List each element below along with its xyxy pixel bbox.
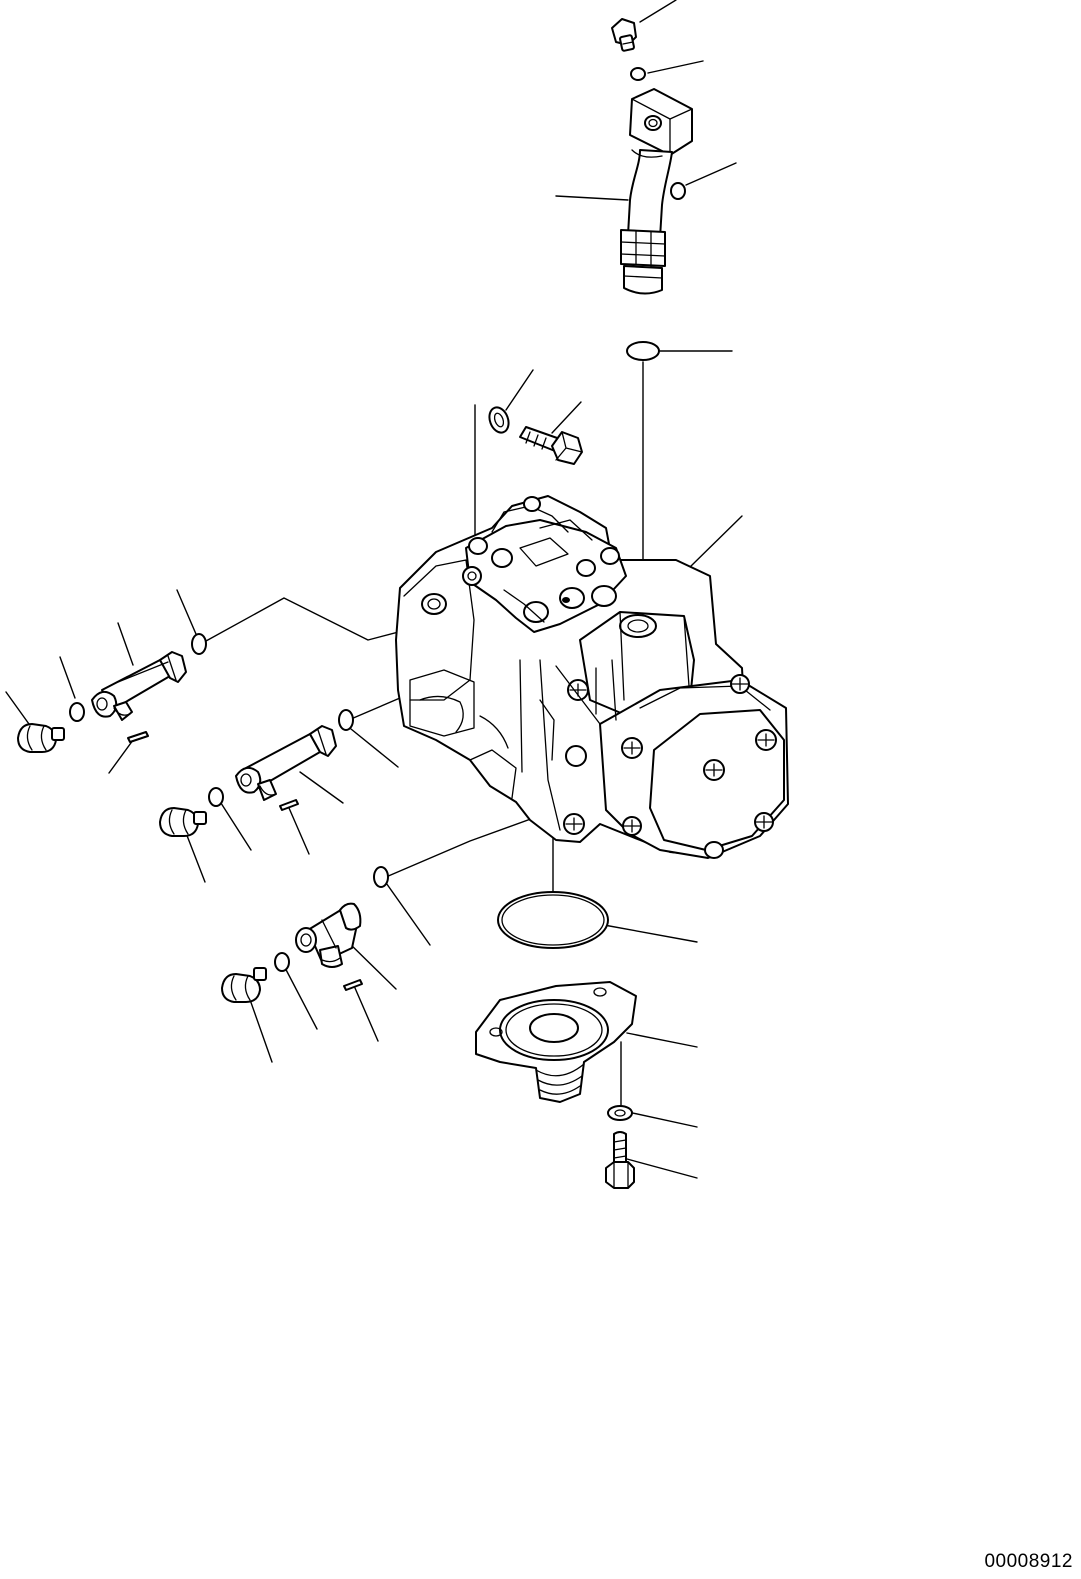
o-ring-tube-base-icon — [626, 341, 660, 361]
figure-code: 00008912 — [984, 1551, 1073, 1572]
o-ring-left-upper-icon — [191, 633, 207, 655]
elbow-fitting-upper-icon — [91, 651, 187, 721]
valve-bolt-icon — [519, 426, 583, 465]
flange-cover-icon — [475, 981, 637, 1103]
snap-ring-upper-icon — [127, 731, 149, 743]
o-ring-left-mid-icon — [69, 702, 85, 722]
o-ring-lower-2-icon — [274, 952, 290, 972]
o-ring-lower-port-icon — [373, 866, 389, 888]
plug-bolt-left-lower-icon — [221, 967, 267, 1003]
plug-bolt-left-upper-icon — [17, 723, 65, 753]
elbow-tube-icon — [620, 88, 693, 295]
plug-bolt-top-icon — [611, 18, 637, 52]
o-ring-valve-port-icon — [488, 406, 510, 434]
elbow-fitting-middle-icon — [235, 725, 337, 801]
tee-fitting-lower-icon — [295, 902, 362, 968]
o-ring-tube-side-icon — [670, 182, 686, 200]
o-ring-top-small-icon — [630, 67, 646, 81]
flange-bolt-icon — [605, 1131, 635, 1189]
washer-icon — [607, 1105, 633, 1121]
o-ring-mid-2-icon — [208, 787, 224, 807]
snap-ring-lower-icon — [343, 979, 363, 991]
snap-ring-middle-icon — [279, 799, 299, 811]
pump-body-icon — [395, 495, 789, 859]
large-o-ring-icon — [497, 891, 609, 949]
o-ring-left-lower-icon — [338, 709, 354, 731]
plug-bolt-left-middle-icon — [159, 807, 207, 837]
